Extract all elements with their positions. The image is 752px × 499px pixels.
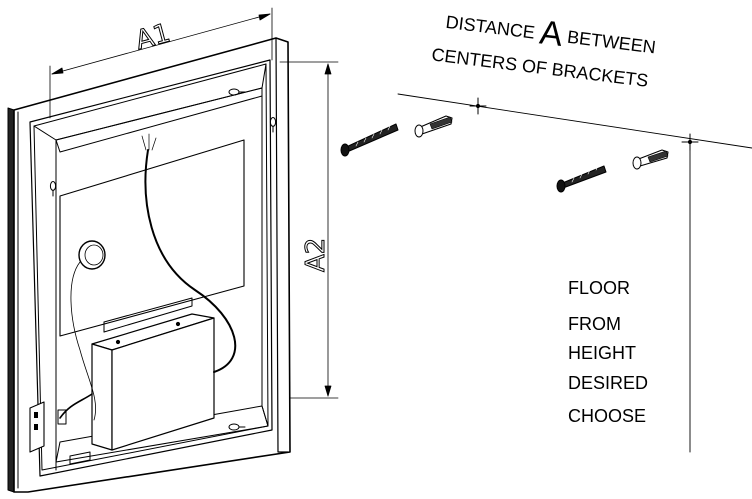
keyhole-top-left: [49, 181, 57, 197]
mirror-cabinet: [7, 37, 291, 493]
floor-note-line-5: CHOOSE: [568, 406, 646, 426]
dimension-a1: [49, 7, 273, 119]
label-distance: DISTANCE: [445, 12, 536, 43]
keyhole-bottom-center: [228, 423, 246, 431]
label-a2: A2: [301, 238, 331, 272]
frame-inner: [29, 59, 273, 477]
wall-line: [397, 93, 752, 453]
keyhole-top-center: [228, 88, 246, 96]
cable-main: [144, 149, 237, 373]
dimension-a2: [279, 61, 339, 399]
floor-note-line-2: FROM: [568, 314, 621, 334]
power-box: [91, 313, 215, 451]
side-outlet: [29, 401, 45, 453]
label-a1: A1: [133, 18, 174, 56]
anchor-left: [414, 115, 453, 138]
sensor-switch: [78, 240, 106, 270]
cable-sensor: [70, 261, 96, 421]
screw-left: [340, 123, 399, 157]
label-distance-letter: A: [538, 13, 565, 54]
keyhole-top-right: [269, 117, 277, 133]
floor-note-line-1: FLOOR: [568, 278, 630, 298]
floor-note-line-3: HEIGHT: [568, 343, 636, 363]
bracket-marker-left: [469, 97, 487, 115]
bracket-marker-right: [681, 133, 699, 151]
frame-side-strip: [7, 107, 15, 493]
screw-right: [556, 165, 607, 193]
floor-note: FLOOR FROM HEIGHT DESIRED CHOOSE: [568, 278, 648, 426]
floor-note-line-4: DESIRED: [568, 373, 648, 393]
top-board: [55, 87, 263, 153]
label-between: BETWEEN: [566, 27, 657, 58]
back-panel: [59, 139, 245, 337]
anchor-right: [632, 149, 669, 170]
